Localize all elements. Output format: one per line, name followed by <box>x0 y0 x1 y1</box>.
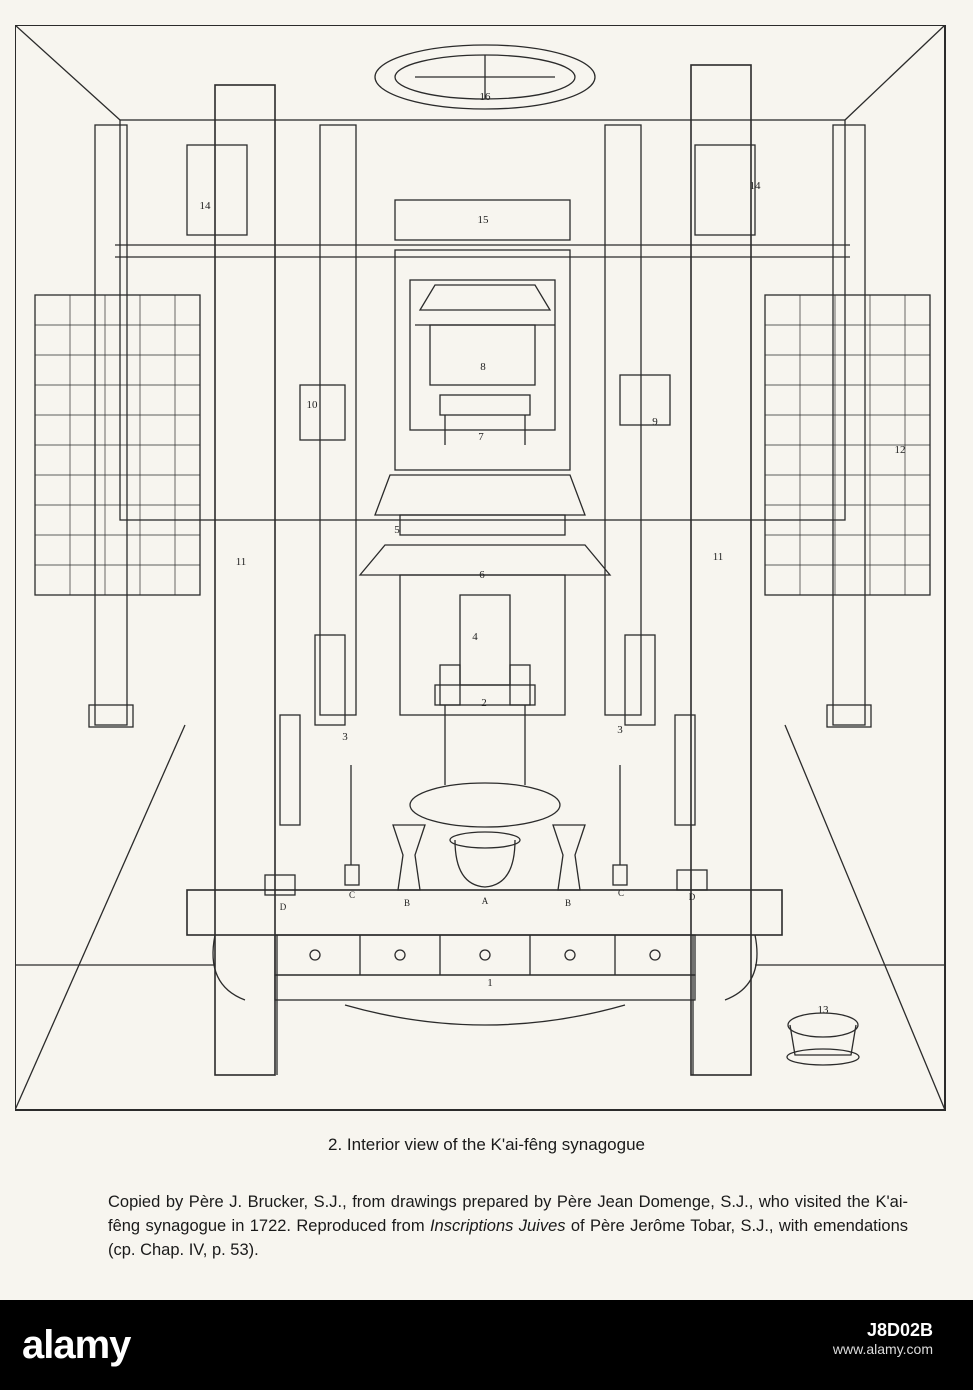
label-C-left: C <box>348 890 356 900</box>
synagogue-illustration: 16 15 14 14 12 11 11 10 9 8 7 6 5 4 3 3 … <box>15 25 955 1115</box>
figure-caption-title: 2. Interior view of the K'ai-fêng synago… <box>328 1135 645 1154</box>
image-id-block: J8D02B www.alamy.com <box>833 1320 933 1358</box>
label-B-left: B <box>403 898 411 908</box>
stock-footer-bar <box>0 1300 973 1390</box>
caption-text-part1: Copied by Père J. Brucker, S.J., from dr… <box>108 1193 908 1235</box>
label-D-right: D <box>688 892 696 902</box>
label-7: 7 <box>478 431 484 443</box>
image-id: J8D02B <box>866 1320 933 1340</box>
site-url: www.alamy.com <box>832 1341 933 1357</box>
label-14-left: 14 <box>199 200 211 212</box>
caption-text-part2: of Père Jerôme Tobar, S.J., with emendat… <box>108 1217 908 1259</box>
label-3-left: 3 <box>342 731 348 743</box>
label-4: 4 <box>472 631 478 643</box>
label-13: 13 <box>817 1004 829 1016</box>
label-3-right: 3 <box>617 724 623 736</box>
label-11-right: 11 <box>712 551 724 563</box>
label-C-right: C <box>617 888 625 898</box>
label-10: 10 <box>306 399 318 411</box>
label-9: 9 <box>652 416 658 428</box>
label-11-left: 11 <box>235 556 247 568</box>
label-12: 12 <box>894 444 906 456</box>
label-5: 5 <box>394 524 400 536</box>
label-2: 2 <box>481 697 487 709</box>
label-15: 15 <box>477 214 489 226</box>
label-A: A <box>481 896 489 906</box>
figure-caption-body: Copied by Père J. Brucker, S.J., from dr… <box>108 1190 908 1262</box>
label-B-right: B <box>564 898 572 908</box>
scanned-page: 16 15 14 14 12 11 11 10 9 8 7 6 5 4 3 3 … <box>15 25 955 1262</box>
label-6: 6 <box>479 569 485 581</box>
label-D-left: D <box>279 902 287 912</box>
label-1: 1 <box>487 977 493 989</box>
alamy-logo: alamy <box>22 1323 131 1367</box>
label-14-right: 14 <box>749 180 761 192</box>
caption-italic-title: Inscriptions Juives <box>429 1217 566 1235</box>
label-8: 8 <box>480 361 486 373</box>
label-16: 16 <box>479 91 491 103</box>
line-drawing <box>15 25 946 1111</box>
